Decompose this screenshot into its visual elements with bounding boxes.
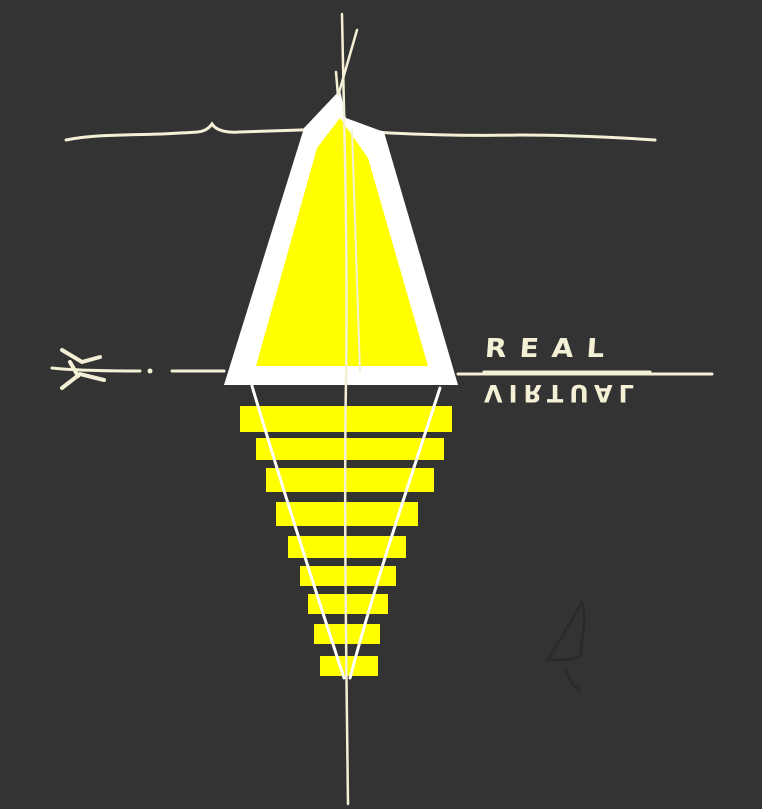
virtual-label-mirrored: VIRTUAL [484,381,640,405]
tree-sketch-icon [548,602,584,690]
eye-dot [148,369,153,374]
axis-top-stroke [336,30,357,96]
mirror-line-left [52,368,140,371]
real-label: REAL [484,336,618,362]
